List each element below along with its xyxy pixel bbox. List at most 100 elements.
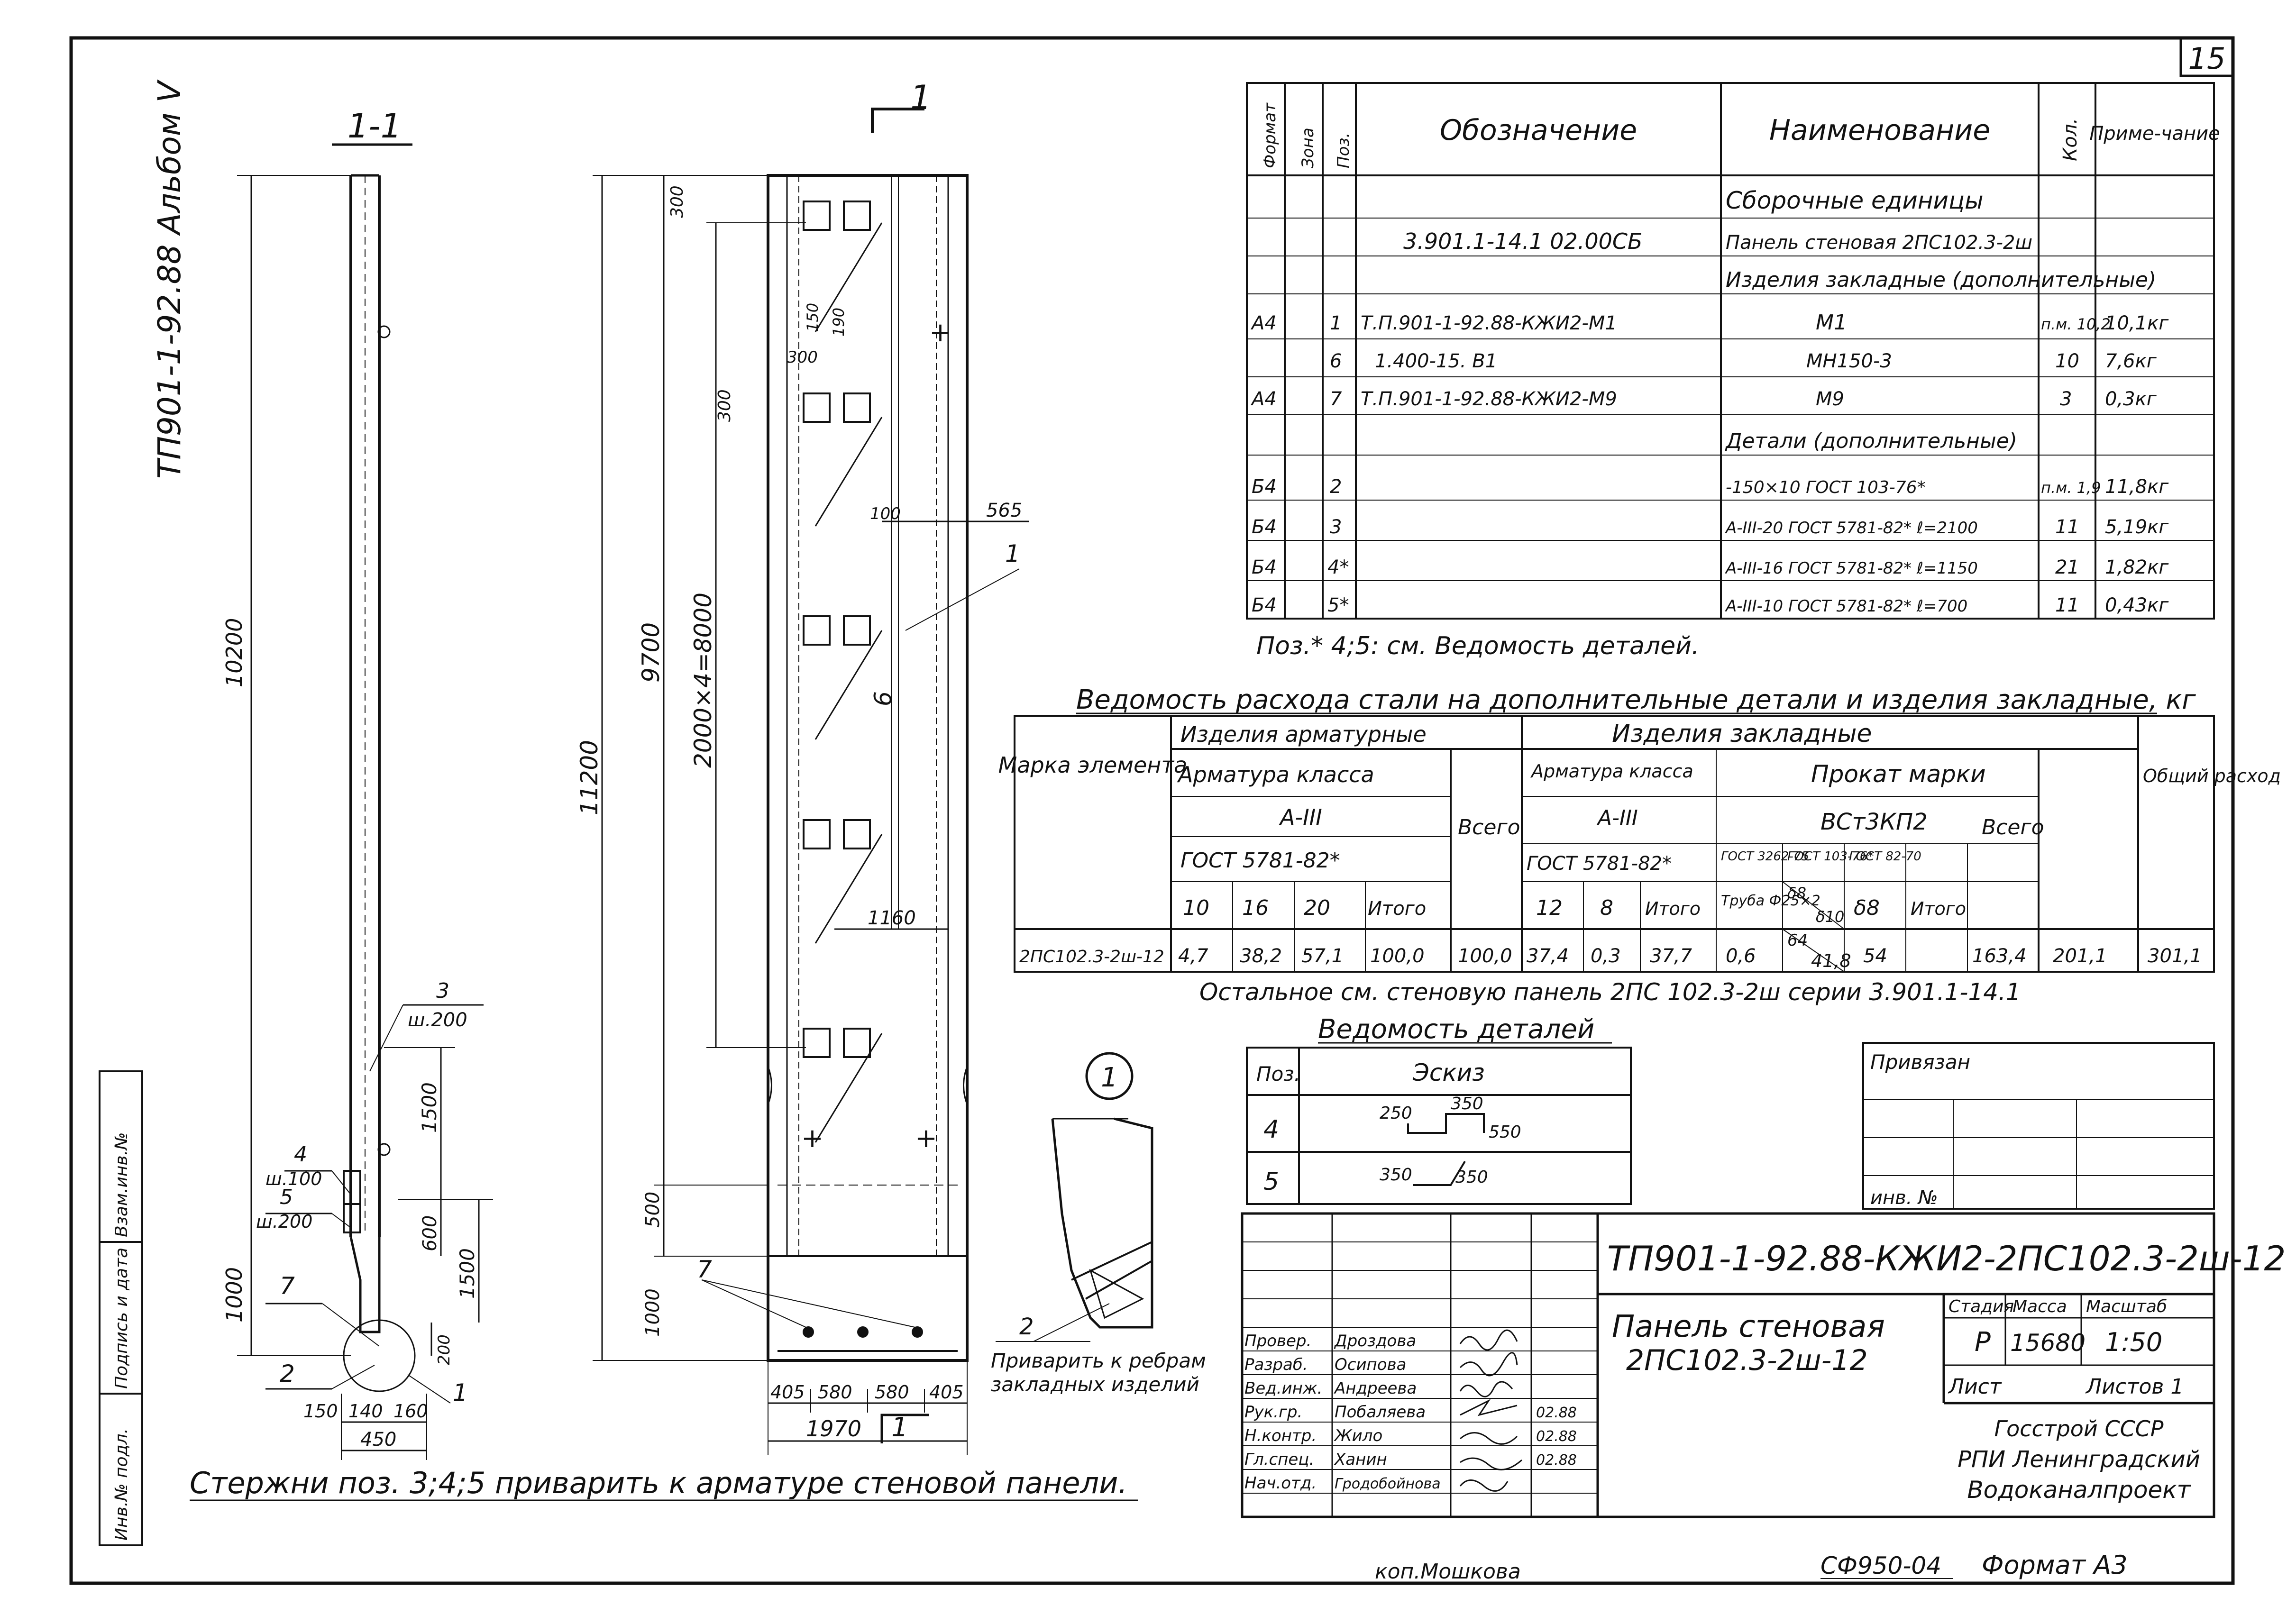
steel-row-esum: 37,7 (1650, 945, 1692, 967)
steel-table-note: Остальное см. стеновую панель 2ПС 102.3-… (1199, 978, 2021, 1006)
pos-6-elev: 6 (869, 691, 897, 706)
spec-row-8-format: Б4 (1252, 516, 1277, 538)
spec-row-5-pos: 7 (1330, 388, 1342, 410)
steel-sub-16: 16 (1242, 896, 1269, 920)
role-6-name: Гродобойнова (1335, 1476, 1441, 1492)
format-label: Формат А3 (1982, 1550, 2128, 1580)
page-number-box (2179, 36, 2234, 77)
spec-h-zone: Зона (1299, 128, 1317, 168)
spec-row-8-name: А-III-20 ГОСТ 5781-82* ℓ=2100 (1725, 519, 1978, 538)
spec-row-10-format: Б4 (1252, 594, 1277, 616)
format-code: СФ950-04 (1820, 1552, 1941, 1579)
dim-1000-elev: 1000 (642, 1288, 664, 1337)
bottom-dim-2: 580 (818, 1382, 852, 1403)
details-row-5-pos: 5 (1263, 1168, 1279, 1196)
steel-h-emb-a3: А-III (1596, 806, 1638, 830)
steel-h-total: Всего (1458, 815, 1520, 839)
title-sheet: Лист (1948, 1375, 2002, 1399)
steel-sub-12: 12 (1536, 896, 1563, 920)
stamp-vzam-inv: Взам.инв.№ (112, 1132, 131, 1237)
steel-h-emb-gost: ГОСТ 5781-82* (1527, 853, 1672, 875)
spec-row-7-note: 11,8кг (2105, 476, 2169, 498)
svg-text:+: + (929, 317, 951, 348)
dim-1500: 1500 (418, 1082, 441, 1133)
bottom-dim-3: 580 (875, 1382, 909, 1403)
steel-h-a3: А-III (1279, 804, 1322, 830)
spec-row-4-note: 7,6кг (2105, 350, 2157, 372)
title-block: ТП901-1-92.88-КЖИ2-2ПС102.3-2ш-12 Панель… (1241, 1212, 2286, 1518)
spec-row-6-name: Детали (дополнительные) (1725, 429, 2017, 453)
steel-row-mark: 2ПС102.3-2ш-12 (1019, 947, 1164, 967)
dim-1160: 1160 (868, 907, 916, 929)
role-3: Рук.гр. (1244, 1403, 1302, 1422)
spec-row-10-qty: 11 (2055, 594, 2079, 616)
details-row-4-pos: 4 (1263, 1115, 1279, 1144)
steel-sub-total-emb: Итого (1645, 898, 1701, 919)
node-1-label: 1 (453, 1379, 468, 1406)
spec-row-7-name: -150×10 ГОСТ 103-76* (1726, 478, 1926, 497)
details-table: Поз. Эскиз 4 250 350 550 5 350 350 (1246, 1047, 1632, 1205)
role-5: Гл.спец. (1244, 1450, 1314, 1469)
steel-row-e12: 37,4 (1527, 945, 1569, 967)
steel-sub-20: 20 (1304, 896, 1330, 920)
details-h-sketch: Эскиз (1412, 1059, 1485, 1086)
role-1: Разраб. (1244, 1355, 1308, 1374)
steel-h-embedded: Изделия закладные (1612, 720, 1872, 748)
spec-h-note: Приме-чание (2089, 123, 2220, 145)
steel-row-vtotal: 100,0 (1458, 945, 1512, 967)
steel-row-vsum: 100,0 (1370, 945, 1425, 967)
steel-sub-10: 10 (1183, 896, 1209, 920)
dim-1500b: 1500 (456, 1248, 479, 1299)
detail-note-2: закладных изделий (991, 1373, 1199, 1396)
steel-h-overall: Общий расход (2143, 766, 2281, 786)
spec-row-9-note: 1,82кг (2105, 557, 2169, 578)
steel-sub-d8: δ8 (1854, 896, 1880, 920)
details-row-5-b: 350 (1455, 1168, 1488, 1187)
page-number: 15 (2188, 41, 2226, 76)
steel-sub-total-rolled: Итого (1911, 898, 1966, 919)
steel-row-pipe: 0,6 (1726, 945, 1756, 967)
steel-h-total2: Всего (1982, 815, 2044, 839)
dim-450: 450 (360, 1429, 396, 1451)
panel-elevation: 1 (576, 78, 1029, 1455)
spec-row-1-designation: 3.901.1-14.1 02.00СБ (1403, 228, 1643, 254)
details-title: Ведомость деталей (1318, 1014, 1594, 1045)
spec-row-3-name: М1 (1816, 310, 1847, 335)
dim-565: 565 (986, 500, 1022, 521)
section-title: 1-1 (348, 107, 402, 146)
steel-row-overall: 301,1 (2148, 945, 2202, 967)
dim-11200: 11200 (576, 740, 603, 815)
stamp-signature-date: Подпись и дата (112, 1248, 131, 1389)
spec-row-7-format: Б4 (1252, 476, 1277, 498)
dim-140: 140 (348, 1401, 383, 1422)
bottom-dim-1: 405 (770, 1382, 805, 1403)
spec-row-9-pos: 4* (1327, 557, 1349, 578)
spec-row-3-qty: п.м. 10,2 (2041, 315, 2111, 333)
title-sheets: Листов 1 (2085, 1375, 2184, 1399)
spec-row-10-note: 0,43кг (2105, 594, 2169, 616)
dim-height-total: 10200 (221, 618, 247, 687)
detail-1-label: 1 (1101, 1062, 1118, 1093)
welding-note: Стержни поз. 3;4;5 приварить к арматуре … (190, 1466, 1127, 1500)
spec-row-5-qty: 3 (2060, 388, 2072, 410)
pos-7-label: 7 (280, 1272, 295, 1300)
dim-1000: 1000 (221, 1267, 247, 1323)
steel-row-e8: 0,3 (1591, 945, 1621, 967)
spec-row-5-name: М9 (1816, 388, 1844, 410)
copier: коп.Мошкова (1375, 1560, 1521, 1584)
steel-h-rolled: Прокат марки (1811, 760, 1986, 788)
dim-9700: 9700 (637, 622, 665, 683)
steel-h-mark: Марка элемента (998, 752, 1188, 778)
title-mass: 15680 (2010, 1329, 2086, 1357)
steel-h-gost-103: ГОСТ 103-76* (1787, 849, 1874, 864)
stamp-inv-podl: Инв.№ подл. (112, 1428, 131, 1541)
steel-h-gost-82: ГОСТ 82-70 (1849, 849, 1921, 864)
pos-7-elev: 7 (697, 1256, 712, 1283)
title-stage: Р (1975, 1327, 1991, 1358)
steel-h-d10: δ10 (1816, 908, 1844, 926)
title-h-scale: Масштаб (2086, 1297, 2167, 1316)
spec-row-8-pos: 3 (1330, 516, 1342, 538)
org-line-2: РПИ Ленинградский (1958, 1446, 2200, 1473)
detail-note-1: Приварить к ребрам (991, 1349, 1206, 1372)
